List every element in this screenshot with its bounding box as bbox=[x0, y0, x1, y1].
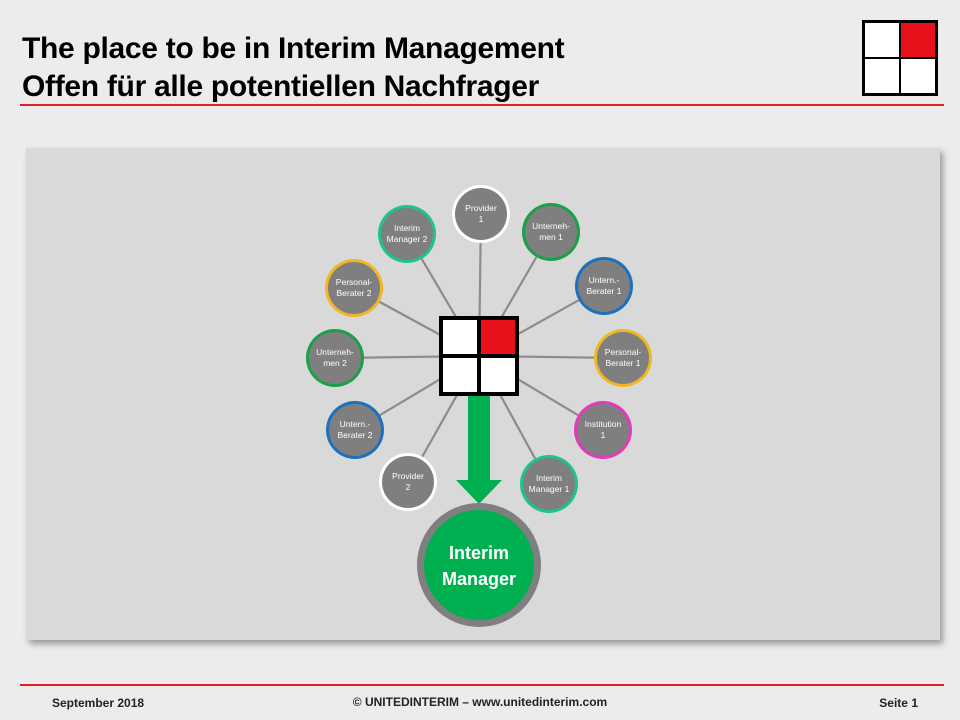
logo-quadrant-red bbox=[901, 23, 935, 57]
footer-date: September 2018 bbox=[52, 696, 145, 710]
node-body bbox=[577, 404, 629, 456]
target-label: Manager bbox=[442, 569, 516, 589]
node-label: Berater 2 bbox=[338, 430, 373, 440]
hub-logo-quadrant bbox=[481, 358, 515, 392]
node-body bbox=[382, 456, 434, 508]
node-label: Berater 1 bbox=[606, 358, 641, 368]
arrow-shaft bbox=[468, 394, 490, 480]
page-title: The place to be in Interim Management bbox=[22, 32, 565, 65]
arrow-down-icon bbox=[456, 480, 502, 504]
hub-logo-icon bbox=[439, 316, 519, 396]
title-block: The place to be in Interim Management Of… bbox=[22, 30, 565, 106]
connector-line bbox=[421, 390, 461, 458]
node-label: 1 bbox=[479, 214, 484, 224]
connector-line bbox=[498, 256, 538, 322]
node-label: Berater 2 bbox=[337, 288, 372, 298]
page-subtitle: Offen für alle potentiellen Nachfrager bbox=[22, 70, 540, 103]
node-body bbox=[328, 262, 380, 314]
node-label: Unterneh- bbox=[316, 347, 354, 357]
target-body bbox=[424, 510, 534, 620]
node-label: 2 bbox=[406, 482, 411, 492]
footer-copyright: © UNITEDINTERIM – www.unitedinterim.com bbox=[352, 695, 608, 709]
node-label: Interim bbox=[536, 473, 562, 483]
connector-line bbox=[379, 375, 446, 417]
footer-divider bbox=[20, 684, 944, 686]
node-body bbox=[309, 332, 361, 384]
node-label: Untern.- bbox=[340, 419, 371, 429]
node-label: Manager 1 bbox=[529, 484, 570, 494]
connector-line bbox=[378, 300, 445, 338]
node-unternehmen-1: Unterneh-men 1 bbox=[522, 203, 580, 261]
node-label: 1 bbox=[601, 430, 606, 440]
node-unternehmen-2: Unterneh-men 2 bbox=[306, 329, 364, 387]
node-body bbox=[329, 404, 381, 456]
node-label: men 1 bbox=[539, 232, 563, 242]
node-label: Interim bbox=[394, 223, 420, 233]
logo-quadrant-white bbox=[865, 59, 899, 93]
unitedinterim-logo-icon bbox=[862, 20, 938, 96]
node-label: Untern.- bbox=[589, 275, 620, 285]
connector-line bbox=[478, 242, 482, 317]
hub-logo-quadrant bbox=[481, 320, 515, 354]
node-label: men 2 bbox=[323, 358, 347, 368]
node-label: Berater 1 bbox=[587, 286, 622, 296]
node-body bbox=[578, 260, 630, 312]
node-body bbox=[525, 206, 577, 258]
node-body bbox=[523, 458, 575, 510]
connector-line bbox=[518, 355, 595, 359]
header-divider bbox=[20, 104, 944, 106]
node-untern-berater-2: Untern.-Berater 2 bbox=[326, 401, 384, 459]
node-label: Personal- bbox=[336, 277, 373, 287]
logo-quadrant-white bbox=[901, 59, 935, 93]
node-body bbox=[455, 188, 507, 240]
node-personal-berater-2: Personal-Berater 2 bbox=[325, 259, 383, 317]
node-label: Institution bbox=[585, 419, 622, 429]
connector-line bbox=[420, 258, 460, 323]
node-label: Provider bbox=[392, 471, 424, 481]
logo-quadrant-white bbox=[865, 23, 899, 57]
target-label: Interim bbox=[449, 543, 509, 563]
node-label: Manager 2 bbox=[387, 234, 428, 244]
connector-line bbox=[497, 390, 537, 460]
node-label: Unterneh- bbox=[532, 221, 570, 231]
node-body bbox=[597, 332, 649, 384]
node-label: Provider bbox=[465, 203, 497, 213]
hub-logo-quadrant bbox=[443, 320, 477, 354]
node-body bbox=[381, 208, 433, 260]
node-label: Personal- bbox=[605, 347, 642, 357]
node-personal-berater-1: Personal-Berater 1 bbox=[594, 329, 652, 387]
hub-logo-quadrant bbox=[443, 358, 477, 392]
connector-line bbox=[513, 299, 580, 338]
connector-line bbox=[363, 355, 440, 359]
footer-page-number: Seite 1 bbox=[879, 696, 918, 710]
node-untern-berater-1: Untern.-Berater 1 bbox=[575, 257, 633, 315]
connector-line bbox=[512, 375, 579, 417]
